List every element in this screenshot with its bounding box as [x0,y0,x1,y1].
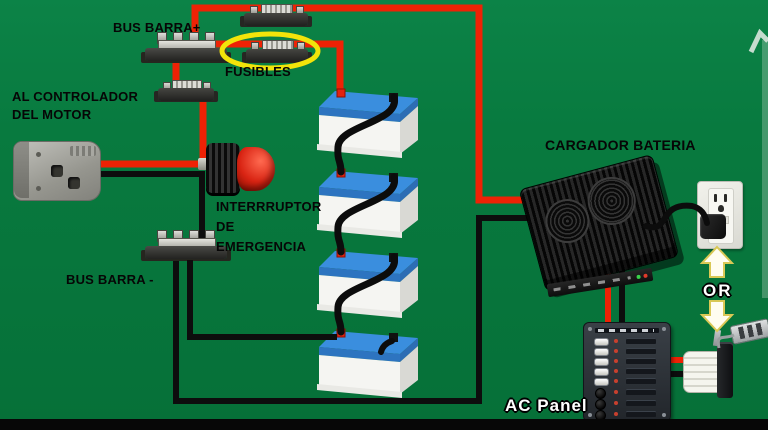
breaker-toggle [594,368,609,376]
battery-graphic [317,168,418,238]
positive-terminal [336,328,346,338]
label-or: OR [703,281,733,300]
label-al-controlador-2: DEL MOTOR [12,107,92,122]
battery-1 [316,82,426,160]
negative-terminal [389,253,398,262]
fuse-holder-1 [244,2,308,28]
battery-3 [316,242,426,320]
emergency-switch-red-button [237,147,275,191]
breaker-toggle [594,358,609,366]
positive-terminal [336,248,346,258]
wire-busbar-negative-to-battery4 [187,260,337,340]
breaker-toggle [594,348,609,356]
inlet-rear-housing [717,342,733,398]
fuse-holder-2-highlighted [246,38,308,64]
bus-bar-base [145,246,227,259]
ac-breaker-panel [583,322,671,422]
battery-charger [518,153,680,293]
emergency-switch-body [206,143,240,193]
breaker-toggle [594,378,609,386]
label-fusibles: FUSIBLES [225,64,291,79]
power-plug [700,214,726,239]
charger-led-green [636,274,641,280]
label-interruptor-3: EMERGENCIA [216,239,307,254]
connector-ribs [70,146,96,156]
negative-terminal [389,173,398,182]
positive-terminal [336,168,346,178]
fuse-holder-3 [158,78,214,103]
panel-push-button [595,388,606,399]
bus-bar-base [145,48,227,61]
switch-mount [198,158,208,170]
battery-graphic [317,88,418,158]
positive-terminal [336,88,346,98]
negative-terminal [389,93,398,102]
shore-power-inlet [683,351,722,393]
charger-led-red [643,273,648,279]
inlet-plug [729,318,768,345]
arrow-down-icon [699,300,735,333]
connector-contact [68,177,80,189]
arrow-up-icon [699,245,735,278]
edge-artifact-strip [762,40,768,298]
label-ac-panel: AC Panel [505,396,588,415]
panel-push-button [595,399,606,410]
bus-bar-negative [145,230,227,260]
panel-label-strip [595,328,659,333]
motor-controller-connector [13,141,101,201]
connector-end-cap [14,142,29,198]
bus-bar-positive [145,32,227,62]
charger-fan [540,194,595,249]
battery-graphic [317,248,418,318]
label-interruptor-2: DE [216,219,235,234]
label-cargador-bateria: CARGADOR BATERIA [545,137,696,153]
connector-contact [51,165,63,177]
bottom-black-bar [0,419,768,430]
label-interruptor-1: INTERRRUPTOR [216,199,322,214]
charger-fan [582,171,642,231]
negative-terminal [389,333,398,342]
label-bus-barra-minus: BUS BARRA - [66,272,154,287]
label-al-controlador-1: AL CONTROLADOR [12,89,139,104]
battery-2 [316,162,426,240]
battery-4 [316,322,426,400]
battery-graphic [317,328,418,398]
wire-fuse3-to-connector-positive [90,96,207,168]
breaker-toggle [594,338,609,346]
label-bus-barra-plus: BUS BARRA+ [113,20,201,35]
